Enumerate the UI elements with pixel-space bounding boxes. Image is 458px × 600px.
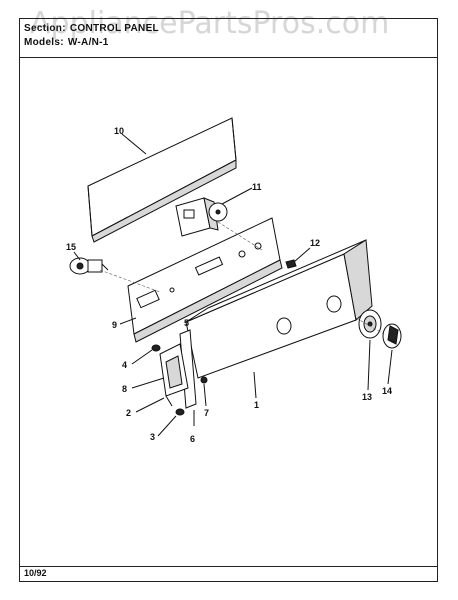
part-10-top-cover — [87, 117, 237, 243]
callout-15-label: 15 — [66, 242, 76, 252]
callout-14: 14 — [382, 349, 393, 396]
callout-8: 8 — [122, 377, 165, 394]
callout-10: 10 — [114, 126, 147, 155]
part-14-knob — [382, 323, 402, 349]
section-label: Section: — [24, 23, 66, 34]
callout-3-label: 3 — [150, 432, 155, 442]
callout-7: 7 — [203, 383, 209, 418]
callout-13: 13 — [362, 339, 372, 402]
part-12-clip — [285, 259, 297, 269]
part-3-fastener — [175, 408, 185, 416]
callout-2: 2 — [126, 397, 165, 418]
part-9-control-plate — [127, 217, 283, 343]
diagram-frame: Section:CONTROL PANEL Models:W-A/N-1 10/… — [19, 18, 438, 582]
callout-13-label: 13 — [362, 392, 372, 402]
models-label: Models: — [24, 37, 64, 48]
part-4-screw — [151, 344, 161, 352]
callout-14-label: 14 — [382, 386, 392, 396]
section-value: CONTROL PANEL — [69, 23, 159, 34]
part-11-timer — [175, 197, 228, 237]
callout-10-label: 10 — [114, 126, 124, 136]
part-7-screw — [200, 376, 208, 384]
part-2-bracket — [165, 395, 173, 407]
callout-9: 9 — [112, 317, 137, 330]
callout-2-label: 2 — [126, 408, 131, 418]
callout-7-label: 7 — [204, 408, 209, 418]
callout-5: 5 — [184, 318, 189, 328]
diagram-header: Section:CONTROL PANEL Models:W-A/N-1 — [20, 19, 437, 58]
diagram-footer: 10/92 — [20, 566, 437, 581]
callout-6-label: 6 — [190, 434, 195, 444]
callout-6: 6 — [190, 434, 195, 444]
footer-date: 10/92 — [24, 568, 47, 578]
watermark: AppliancePartsPros.com — [30, 6, 390, 41]
callout-3: 3 — [150, 415, 177, 442]
callout-12-label: 12 — [310, 238, 320, 248]
callout-8-label: 8 — [122, 384, 127, 394]
callout-4: 4 — [122, 349, 153, 370]
callout-9-label: 9 — [112, 320, 117, 330]
models-line: Models:W-A/N-1 — [24, 37, 109, 48]
part-15-switch — [69, 257, 109, 275]
callout-12: 12 — [293, 238, 320, 263]
callout-11: 11 — [221, 182, 262, 205]
models-value: W-A/N-1 — [67, 37, 109, 48]
callout-1-label: 1 — [254, 400, 259, 410]
part-13-knob-skirt — [358, 309, 382, 339]
callout-5-label: 5 — [184, 318, 189, 328]
callout-15: 15 — [66, 242, 81, 261]
callout-11-label: 11 — [252, 182, 262, 192]
callout-1: 1 — [253, 371, 259, 410]
part-8-switch-housing — [159, 343, 189, 397]
part-1-front-panel — [185, 239, 373, 379]
alignment-lines — [99, 221, 385, 335]
section-line: Section:CONTROL PANEL — [24, 23, 159, 34]
callout-4-label: 4 — [122, 360, 127, 370]
